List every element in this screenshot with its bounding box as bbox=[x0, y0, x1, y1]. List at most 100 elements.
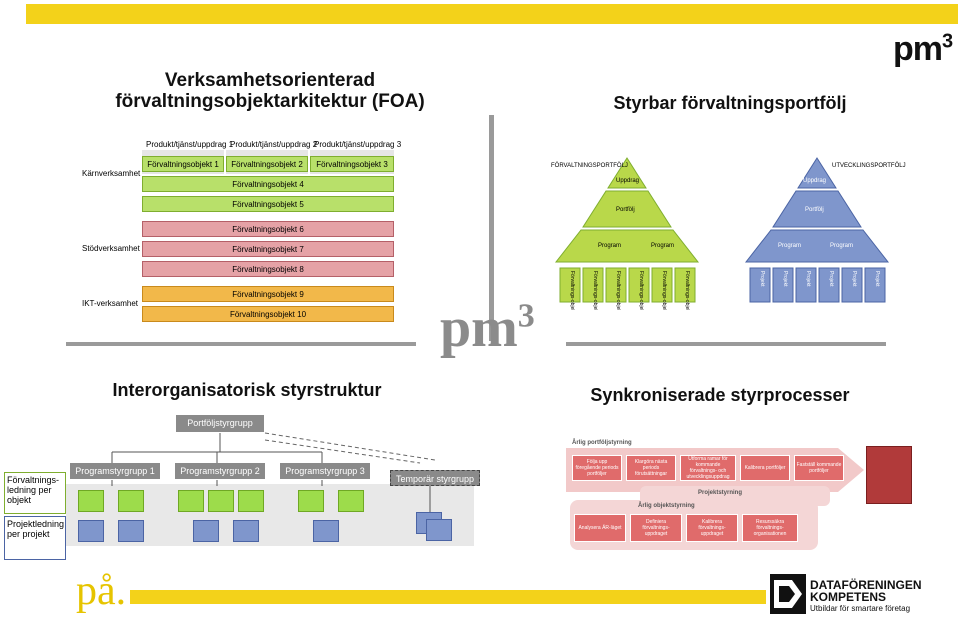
pyramid-leaf bbox=[582, 267, 604, 303]
top-accent-bar bbox=[26, 4, 958, 24]
pyramid-leaf-label: Projekt bbox=[874, 271, 880, 287]
object-box bbox=[178, 490, 204, 512]
pyramid-leaf-label: Projekt bbox=[805, 271, 811, 287]
right-portfolj-label: Portfölj bbox=[805, 207, 824, 213]
process-step-5: Fastställ kommande portföljer bbox=[794, 455, 844, 481]
program-steering-group-2: Programstyrgrupp 2 bbox=[175, 463, 265, 479]
forvaltningsobjekt-10: Förvaltningsobjekt 10 bbox=[142, 306, 394, 322]
right-program-label-1: Program bbox=[778, 243, 802, 249]
left-portfolj-label: Portfölj bbox=[616, 207, 635, 213]
legend-projektledning-text: Projektledning per projekt bbox=[7, 519, 65, 539]
dataforeningen-name: DATAFÖRENINGEN bbox=[810, 578, 922, 592]
project-box bbox=[313, 520, 339, 542]
right-pyramid-portfolj bbox=[772, 190, 862, 228]
process-step-2: Klargöra nästa periods förutsättningar bbox=[626, 455, 676, 481]
pyramid-leaf-label: Förvaltnings-objekt bbox=[661, 271, 667, 310]
right-pyramid-uppdrag bbox=[797, 157, 837, 189]
structure-connectors bbox=[111, 432, 436, 512]
dataforeningen-mark-icon bbox=[770, 574, 806, 614]
project-box bbox=[78, 520, 104, 542]
horizontal-divider-left bbox=[66, 342, 416, 346]
portfolio-diagram: Förvaltnings-objekt Förvaltnings-objekt Fö… bbox=[554, 157, 890, 310]
foa-title-line2: förvaltningsobjektarkitektur (FOA) bbox=[115, 91, 425, 112]
pyramid-leaf-label: Förvaltnings-objekt bbox=[592, 271, 598, 310]
annual-portfolio-label: Årlig portföljstyrning bbox=[572, 440, 632, 446]
left-program-label-1: Program bbox=[598, 243, 622, 249]
legend-forvaltningsledning: Förvaltnings-ledning per objekt bbox=[4, 472, 66, 514]
structure-title: Interorganisatorisk styrstruktur bbox=[112, 380, 382, 400]
pyramid-leaf bbox=[605, 267, 627, 303]
forvaltningsobjekt-2: Förvaltningsobjekt 2 bbox=[226, 156, 308, 172]
pyramid-leaf bbox=[651, 267, 673, 303]
foa-title-line1: Verksamhetsorienterad bbox=[164, 70, 376, 91]
sync-title: Synkroniserade styrprocesser bbox=[590, 385, 850, 405]
horizontal-divider-right bbox=[566, 342, 886, 346]
project-steering-label: Projektstyrning bbox=[698, 490, 743, 496]
pyramid-leaf-label: Projekt bbox=[759, 271, 765, 287]
footer-bar bbox=[76, 590, 766, 604]
pyramid-leaf bbox=[628, 267, 650, 303]
pm3-logo-top: pm3 bbox=[893, 30, 953, 69]
temporary-steering-group: Temporär styrgrupp bbox=[390, 470, 480, 486]
pm3-logo-center: pm3 bbox=[440, 296, 535, 360]
portfolio-title: Styrbar förvaltningsportfölj bbox=[613, 93, 847, 113]
legend-forvaltningsledning-text: Förvaltnings-ledning per objekt bbox=[7, 475, 60, 505]
forvaltningsobjekt-6: Förvaltningsobjekt 6 bbox=[142, 221, 394, 237]
left-pyramid-program bbox=[554, 229, 700, 263]
legend-projektledning: Projektledning per projekt bbox=[4, 516, 66, 560]
left-program-label-2: Program bbox=[651, 243, 675, 249]
pyramid-leaf-label: Förvaltnings-objekt bbox=[615, 271, 621, 310]
left-uppdrag-label: Uppdrag bbox=[616, 178, 640, 184]
object-step-1: Analysera ÄR-läget bbox=[574, 514, 626, 542]
pyramid-leaf bbox=[772, 267, 794, 303]
product-2-label: Produkt/tjänst/uppdrag 2 bbox=[230, 140, 318, 149]
pyramid-leaf-label: Förvaltnings-objekt bbox=[638, 271, 644, 310]
pyramid-leaf-label: Projekt bbox=[851, 271, 857, 287]
program-steering-group-3: Programstyrgrupp 3 bbox=[280, 463, 370, 479]
object-step-4: Resurssäkra förvaltnings-organisationen bbox=[742, 514, 798, 542]
object-box bbox=[238, 490, 264, 512]
pyramid-leaf-label: Förvaltnings-objekt bbox=[684, 271, 690, 310]
utvecklingsportfolj-label: UTVECKLINGSPORTFÖLJ bbox=[832, 163, 906, 169]
right-pyramid-program bbox=[744, 229, 890, 263]
row-label-karn: Kärnverksamhet bbox=[82, 169, 141, 178]
object-box bbox=[338, 490, 364, 512]
product-1-label: Produkt/tjänst/uppdrag 1 bbox=[146, 140, 234, 149]
vertical-divider bbox=[489, 115, 494, 341]
forvaltningsobjekt-8: Förvaltningsobjekt 8 bbox=[142, 261, 394, 277]
product-3-label: Produkt/tjänst/uppdrag 3 bbox=[314, 140, 402, 149]
pyramid-leaf bbox=[818, 267, 840, 303]
object-box bbox=[78, 490, 104, 512]
right-program-label-2: Program bbox=[830, 243, 854, 249]
pa-logo: på. bbox=[72, 568, 131, 614]
pyramid-leaf-label: Projekt bbox=[782, 271, 788, 287]
foa-title: Verksamhetsorienterad förvaltningsobjekt… bbox=[90, 70, 450, 112]
pyramid-leaf bbox=[864, 267, 886, 303]
pyramid-leaf-label: Projekt bbox=[828, 271, 834, 287]
dataforeningen-tagline: Utbildar för smartare företag bbox=[810, 604, 911, 613]
object-box bbox=[118, 490, 144, 512]
forvaltningsobjekt-1: Förvaltningsobjekt 1 bbox=[142, 156, 224, 172]
right-uppdrag-label: Uppdrag bbox=[803, 178, 827, 184]
dataforeningen-logo: DATAFÖRENINGEN KOMPETENS Utbildar för sm… bbox=[770, 572, 950, 618]
object-step-3: Kalibrera förvaltnings-uppdraget bbox=[686, 514, 738, 542]
forvaltningsobjekt-7: Förvaltningsobjekt 7 bbox=[142, 241, 394, 257]
row-label-stod: Stödverksamhet bbox=[82, 244, 140, 253]
dataforeningen-kompetens: KOMPETENS bbox=[810, 590, 887, 604]
pm3-text: pm bbox=[893, 30, 943, 68]
program-steering-group-1: Programstyrgrupp 1 bbox=[70, 463, 160, 479]
portfolio-steering-group: Portföljstyrgrupp bbox=[176, 415, 264, 432]
pm3-center-text: pm bbox=[440, 297, 518, 359]
project-box bbox=[426, 519, 452, 541]
forvaltningsobjekt-5: Förvaltningsobjekt 5 bbox=[142, 196, 394, 212]
pyramid-leaf bbox=[795, 267, 817, 303]
annual-portfolio-result-book bbox=[866, 446, 912, 504]
pyramid-leaf bbox=[749, 267, 771, 303]
forvaltningsobjekt-9: Förvaltningsobjekt 9 bbox=[142, 286, 394, 302]
left-pyramid-portfolj bbox=[582, 190, 672, 228]
pyramid-leaf bbox=[559, 267, 581, 303]
pyramid-leaf-label: Förvaltnings-objekt bbox=[569, 271, 575, 310]
project-box bbox=[233, 520, 259, 542]
forvaltningsportfolj-label: FÖRVALTNINGSPORTFÖLJ bbox=[551, 163, 628, 169]
process-step-3: Utforma ramar för kommande förvaltnings-… bbox=[680, 455, 736, 481]
